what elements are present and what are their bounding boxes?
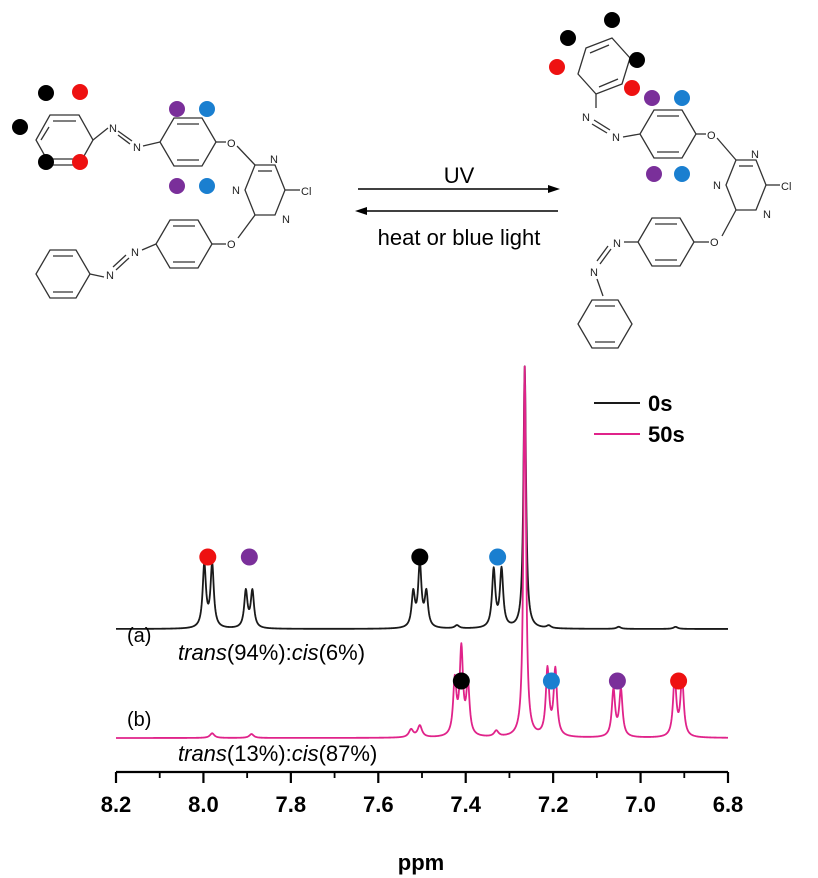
trans-ether-o2: O xyxy=(227,239,236,251)
series-50s-trace xyxy=(115,365,729,739)
x-tick-label: 8.0 xyxy=(188,792,219,817)
trans-markers xyxy=(12,84,215,194)
cis-azo-n1: N xyxy=(582,112,590,124)
trans-azo-n2: N xyxy=(133,142,141,154)
nmr-chart: (a) (b) trans(94%):cis(6%) trans(13%):ci… xyxy=(101,365,744,875)
peak-marker-red xyxy=(670,672,688,690)
marker-black xyxy=(604,12,620,28)
cis-ether-o2: O xyxy=(710,237,719,249)
legend: 0s 50s xyxy=(594,391,685,447)
equilibrium-arrows: UV heat or blue light xyxy=(355,163,560,250)
marker-black xyxy=(38,85,54,101)
legend-label-50s: 50s xyxy=(648,422,685,447)
reaction-scheme: N N O N N N Cl O N xyxy=(12,12,791,349)
peak-marker-black xyxy=(411,548,429,566)
ratio-text-a: trans(94%):cis(6%) xyxy=(178,640,365,665)
cis-ether-o1: O xyxy=(707,130,716,142)
triazine-ring xyxy=(244,164,286,216)
x-tick-label: 8.2 xyxy=(101,792,132,817)
ratio-a-trans-value: (94%): xyxy=(227,640,292,665)
ratio-a-cis-value: (6%) xyxy=(319,640,365,665)
cis-azo-n4: N xyxy=(590,267,598,279)
trans-ring-2 xyxy=(159,117,217,167)
x-tick-label: 7.6 xyxy=(363,792,394,817)
marker-purple xyxy=(646,166,662,182)
triazine-n3: N xyxy=(282,214,290,226)
marker-black xyxy=(629,52,645,68)
trans-ring-4 xyxy=(35,249,91,299)
triazine-n1: N xyxy=(270,154,278,166)
trans-isomer-structure: N N O N N N Cl O N xyxy=(35,114,311,299)
x-tick-label: 7.4 xyxy=(450,792,481,817)
marker-purple xyxy=(169,101,185,117)
peak-marker-purple xyxy=(608,672,626,690)
cis-ring-2 xyxy=(639,109,697,159)
cis-triazine-cl: Cl xyxy=(781,181,791,193)
trans-azo-n4: N xyxy=(106,270,114,282)
x-axis-title: ppm xyxy=(398,850,444,875)
x-tick-label: 7.8 xyxy=(276,792,307,817)
marker-red xyxy=(72,84,88,100)
marker-red xyxy=(624,80,640,96)
marker-blue xyxy=(674,90,690,106)
legend-label-0s: 0s xyxy=(648,391,672,416)
arrow-back-label: heat or blue light xyxy=(378,225,541,250)
arrow-forward-label: UV xyxy=(444,163,475,188)
trans-azo-n3: N xyxy=(131,247,139,259)
cis-azo-n2: N xyxy=(612,132,620,144)
trans-ring-3 xyxy=(155,219,213,269)
series-0s-trace xyxy=(115,365,729,630)
marker-purple xyxy=(169,178,185,194)
cis-triazine-n3: N xyxy=(763,209,771,221)
triazine-n2: N xyxy=(232,185,240,197)
trans-ether-o1: O xyxy=(227,138,236,150)
ratio-b-trans-value: (13%): xyxy=(227,741,292,766)
cis-markers xyxy=(549,12,690,182)
cis-ring-3 xyxy=(637,217,695,267)
ratio-b-cis-word: cis xyxy=(292,741,319,766)
series-0s-markers xyxy=(199,548,507,566)
cis-ring-4 xyxy=(577,299,633,349)
x-tick-label: 6.8 xyxy=(713,792,744,817)
marker-purple xyxy=(644,90,660,106)
marker-blue xyxy=(199,178,215,194)
cis-isomer-structure: N N O N N N Cl O N xyxy=(577,37,791,349)
marker-blue xyxy=(674,166,690,182)
ratio-a-cis-word: cis xyxy=(292,640,319,665)
x-tick-label: 7.0 xyxy=(625,792,656,817)
trace-b-label: (b) xyxy=(127,709,151,731)
forward-arrow-head xyxy=(548,185,560,193)
marker-red xyxy=(549,59,565,75)
back-arrow-head xyxy=(355,207,367,215)
cis-triazine-n1: N xyxy=(751,149,759,161)
ratio-a-trans-word: trans xyxy=(178,640,227,665)
cis-azo-n3: N xyxy=(613,238,621,250)
cis-triazine-n2: N xyxy=(713,180,721,192)
triazine-cl: Cl xyxy=(301,186,311,198)
peak-marker-red xyxy=(199,548,217,566)
marker-black xyxy=(12,119,28,135)
cis-ring-1 xyxy=(577,37,631,95)
peak-marker-blue xyxy=(489,548,507,566)
series-50s-markers xyxy=(452,672,688,690)
trans-azo-n1: N xyxy=(109,123,117,135)
marker-black xyxy=(38,154,54,170)
marker-blue xyxy=(199,101,215,117)
ratio-b-trans-word: trans xyxy=(178,741,227,766)
peak-marker-blue xyxy=(542,672,560,690)
peak-marker-purple xyxy=(240,548,258,566)
x-axis-ticks: 8.2 8.0 7.8 7.6 7.4 7.2 7.0 6.8 xyxy=(101,772,744,817)
marker-black xyxy=(560,30,576,46)
marker-red xyxy=(72,154,88,170)
ratio-text-b: trans(13%):cis(87%) xyxy=(178,741,377,766)
trace-a-label: (a) xyxy=(127,625,151,647)
peak-marker-black xyxy=(452,672,470,690)
ratio-b-cis-value: (87%) xyxy=(319,741,378,766)
x-tick-label: 7.2 xyxy=(538,792,569,817)
cis-triazine-ring xyxy=(725,159,767,211)
